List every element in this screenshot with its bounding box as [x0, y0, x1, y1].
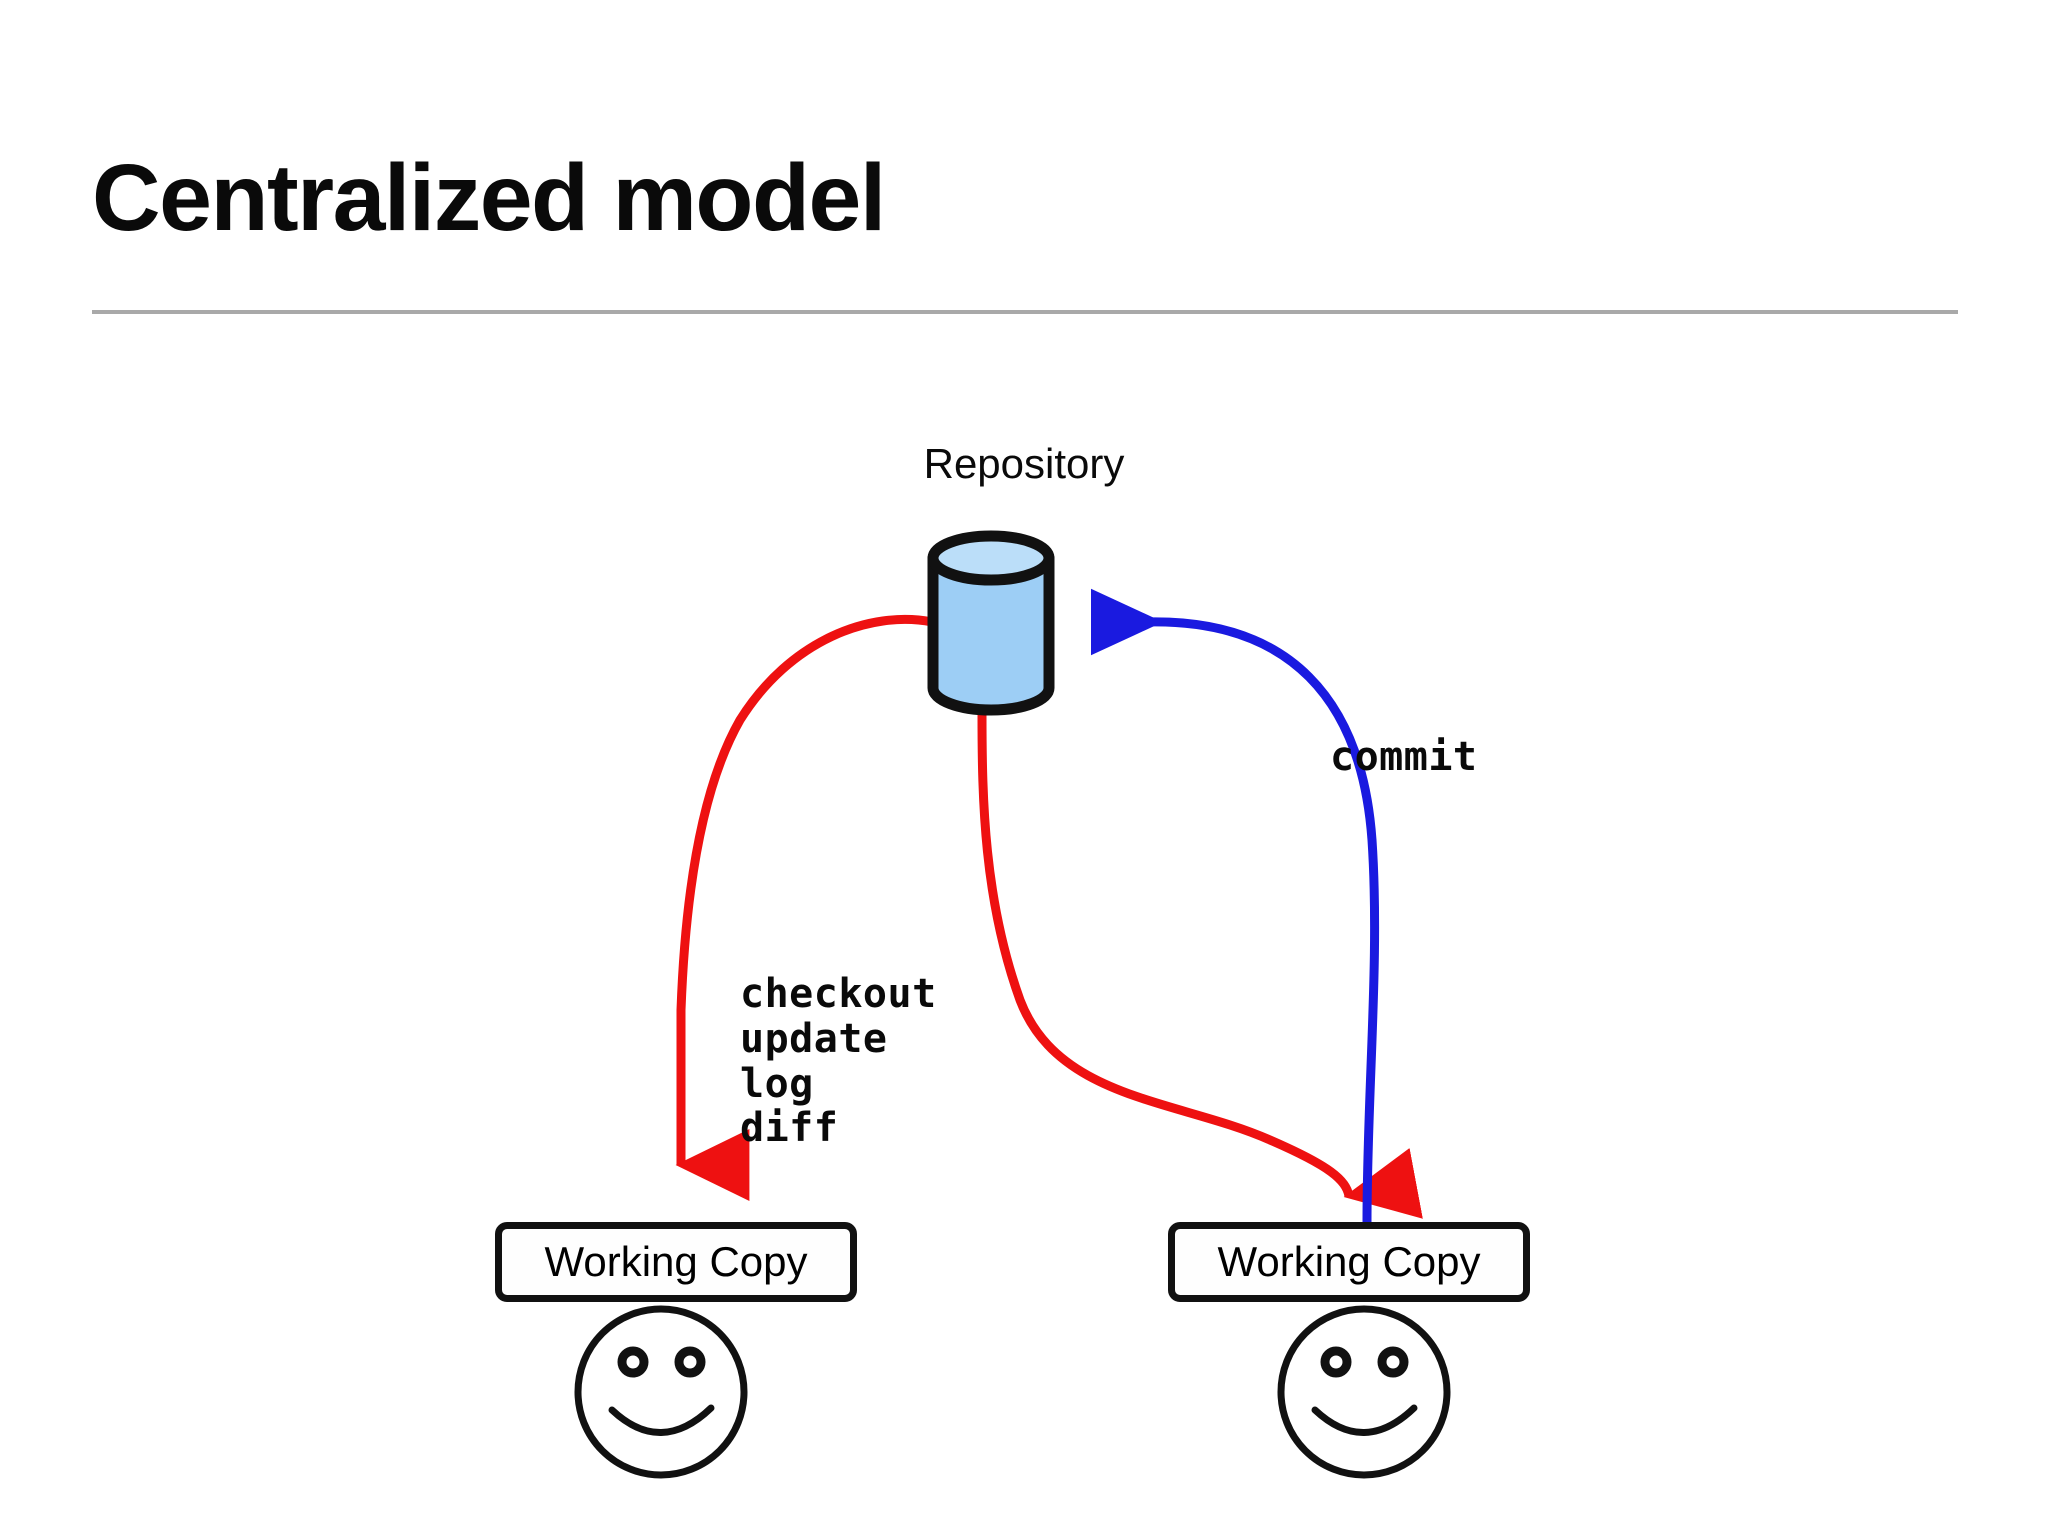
user-face-right	[1277, 1305, 1451, 1479]
user-face-left	[574, 1305, 748, 1479]
checkout-arrow-right-path	[977, 713, 1423, 1219]
working-copy-label-left: Working Copy	[544, 1238, 808, 1285]
read-commands-label: checkout update log diff	[740, 971, 937, 1152]
repository-label: Repository	[923, 440, 1125, 487]
working-copy-label-right: Working Copy	[1217, 1238, 1481, 1285]
working-copy-box-left[interactable]: Working Copy	[495, 1222, 857, 1302]
title-divider	[92, 310, 1958, 314]
checkout-arrow-left-path	[675, 614, 933, 1202]
repository-cylinder	[927, 530, 1055, 716]
working-copy-box-right[interactable]: Working Copy	[1168, 1222, 1530, 1302]
commit-label: commit	[1330, 734, 1478, 780]
page-title: Centralized model	[92, 145, 886, 251]
commit-arrow-path	[1091, 588, 1380, 1223]
